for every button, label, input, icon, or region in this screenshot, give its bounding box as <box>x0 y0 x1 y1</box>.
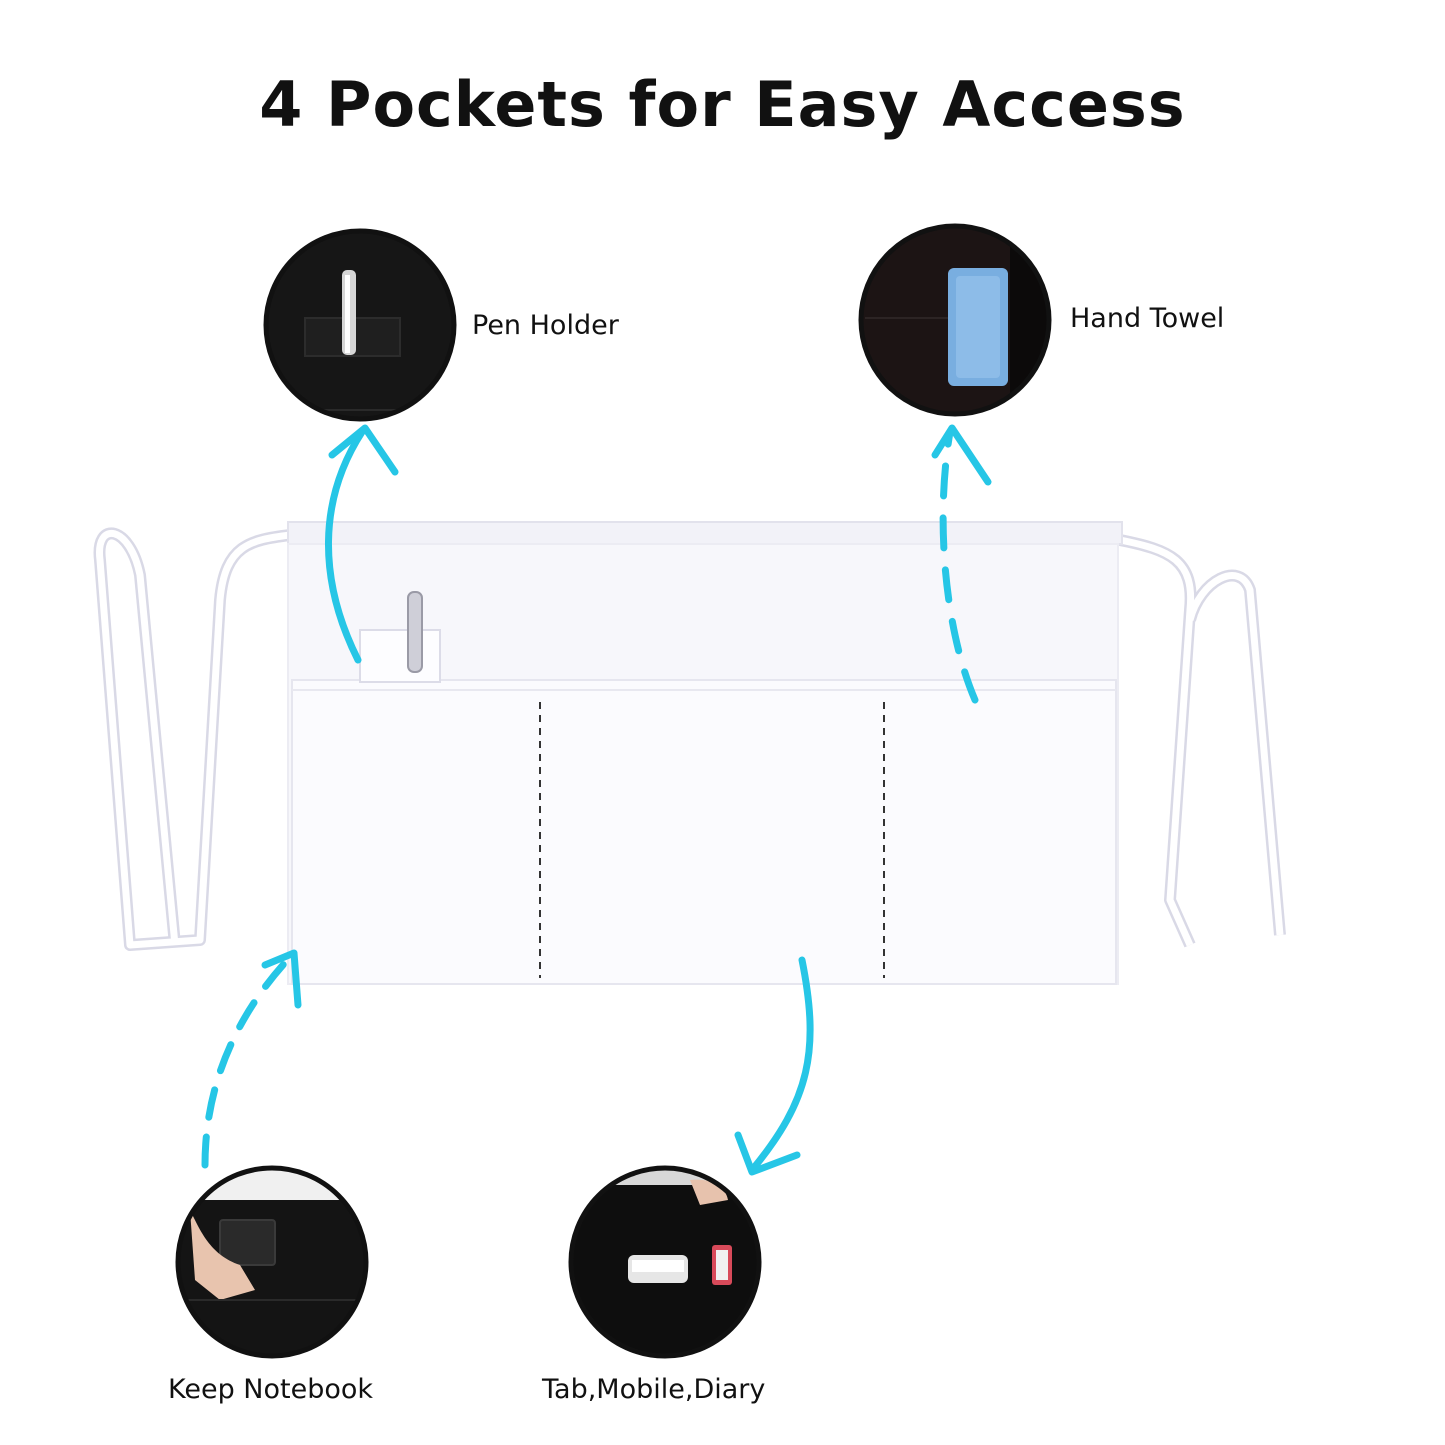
left-tie-loop-inner <box>96 529 291 949</box>
keep-notebook-label: Keep Notebook <box>168 1374 374 1405</box>
arrow-pen-holder <box>325 424 399 664</box>
hand-towel-closeup <box>861 226 1049 414</box>
hand-towel-label: Hand Towel <box>1070 303 1225 334</box>
pen-holder-label: Pen Holder <box>472 310 619 341</box>
arrow-hand-towel <box>931 424 992 704</box>
tab-mobile-diary-closeup <box>571 1168 759 1356</box>
arrow-keep-notebook <box>201 949 302 1169</box>
pocket-panel <box>291 679 1117 985</box>
pen-clip <box>407 591 423 673</box>
apron-waistband <box>287 521 1123 545</box>
tab-mobile-diary-label: Tab,Mobile,Diary <box>542 1374 766 1405</box>
arrow-tab-mobile <box>734 956 814 1176</box>
pen-pocket <box>359 629 441 683</box>
right-tie-loop-inner <box>1119 536 1284 947</box>
page-title: 4 Pockets for Easy Access <box>259 68 1186 141</box>
pen-holder-closeup <box>266 231 454 419</box>
